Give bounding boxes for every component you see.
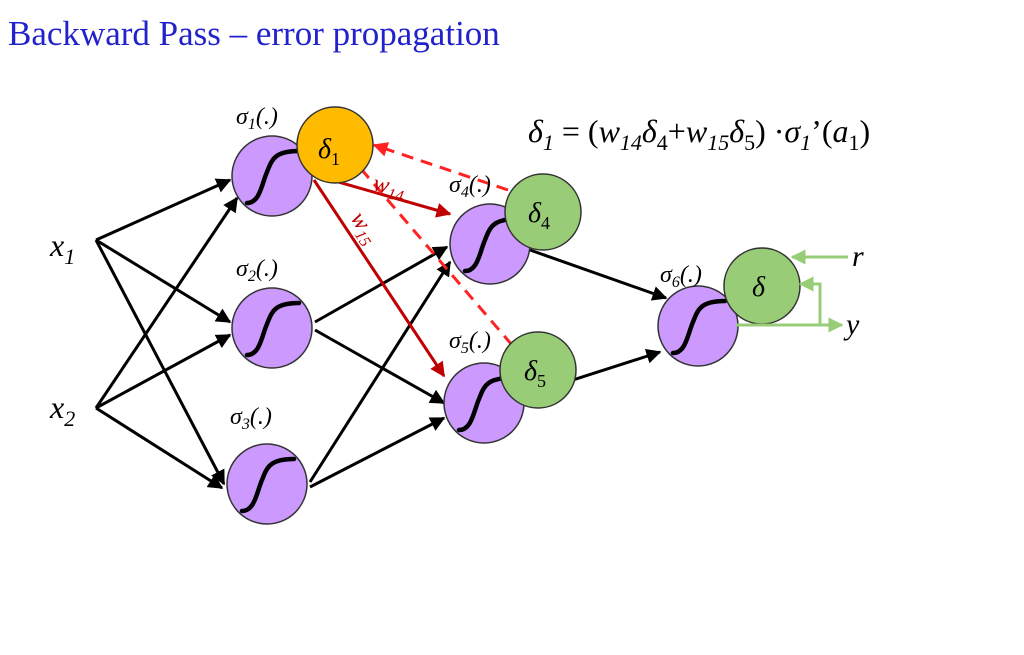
neuron-6 (657, 285, 739, 367)
sigmoid-icon (244, 300, 302, 358)
sigmoid-icon (244, 148, 302, 206)
neuron-1 (231, 135, 313, 217)
neurons (226, 135, 739, 525)
connections (94, 178, 668, 490)
edge-x2-n1 (94, 196, 239, 409)
neuron-label-6: σ6(.) (660, 262, 702, 291)
delta-4-circle (504, 173, 582, 251)
neuron-2 (231, 287, 313, 369)
sigmoid-icon (462, 216, 520, 274)
delta-5-circle (499, 331, 577, 409)
output-feedback (736, 249, 848, 333)
neuron-label-4: σ4(.) (449, 172, 491, 201)
delta-update-formula: δ1 = (w14δ4+w15δ5) ·σ1’(a1) (528, 113, 870, 155)
feedback-y-loop-arrow (798, 276, 822, 325)
edge-x1-n1 (95, 178, 232, 242)
neuron-label-2: σ2(.) (236, 256, 278, 285)
input-label-x2: x2 (49, 389, 75, 431)
delta-label-output: δ (752, 272, 766, 303)
edge-n2-n5 (314, 328, 446, 405)
sigmoid-icon (239, 456, 297, 514)
edge-x2-n3 (95, 406, 224, 490)
weight-arrow-w15 (312, 179, 446, 378)
neuron-label-5: σ5(.) (449, 328, 491, 357)
delta-1-circle (296, 106, 374, 184)
weight-label-w15: w15 (342, 207, 384, 250)
delta-label-1: δ1 (318, 134, 340, 169)
slide-title: Backward Pass – error propagation (8, 14, 500, 53)
delta-label-4: δ4 (528, 198, 550, 233)
output-label-r: r (852, 240, 864, 273)
neuron-label-3: σ3(.) (230, 404, 272, 433)
sigmoid-icon (670, 298, 728, 356)
delta-label-5: δ5 (524, 356, 546, 391)
neuron-3 (226, 443, 308, 525)
edge-x1-n2 (95, 238, 232, 324)
input-label-x1: x1 (49, 227, 75, 269)
edge-n3-n5 (309, 416, 446, 489)
edge-x2-n2 (95, 333, 232, 410)
edge-n2-n4 (314, 245, 449, 324)
neuron-label-1: σ1(.) (236, 104, 278, 133)
output-label-y: y (843, 308, 860, 341)
edge-x1-n3 (94, 239, 226, 486)
sigmoid-icon (456, 375, 514, 433)
weight-label-w14: w14 (370, 170, 407, 205)
edge-n3-n4 (308, 260, 452, 483)
edge-n4-n6 (529, 248, 668, 301)
backprop-dash-d4 (372, 142, 509, 192)
